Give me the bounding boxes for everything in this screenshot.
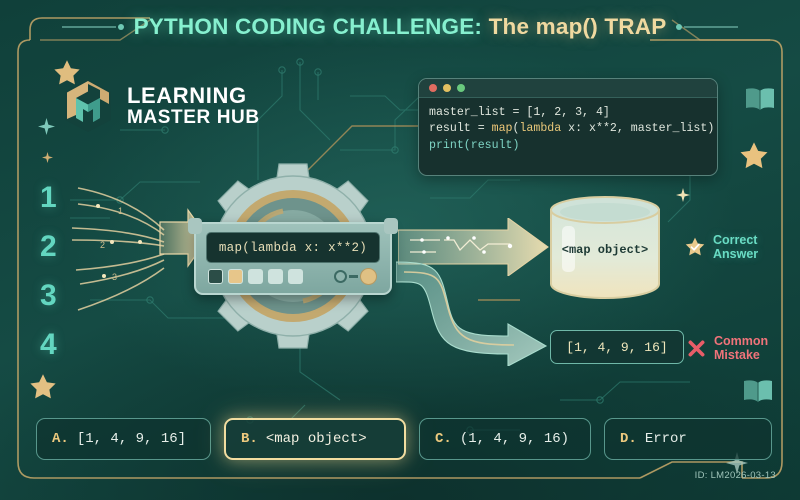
decor-book-bottom-right bbox=[744, 380, 772, 402]
input-value-3: 4 bbox=[40, 328, 57, 361]
mistake-label-line-2: Mistake bbox=[714, 348, 760, 362]
answer-a-value: [1, 4, 9, 16] bbox=[76, 431, 187, 447]
answer-d-value: Error bbox=[644, 431, 687, 447]
answer-options: A. [1, 4, 9, 16] B. <map object> C. (1, … bbox=[36, 418, 772, 460]
output-arrow-mistake bbox=[396, 261, 548, 366]
cube-m-logo-icon bbox=[65, 80, 111, 132]
machine-dial-large[interactable] bbox=[360, 268, 377, 285]
machine-button-0[interactable] bbox=[208, 269, 223, 284]
machine-dials[interactable] bbox=[334, 268, 377, 285]
answer-option-c[interactable]: C. (1, 4, 9, 16) bbox=[419, 418, 591, 460]
machine-display-text: map(lambda x: x**2) bbox=[218, 240, 368, 255]
machine-display: map(lambda x: x**2) bbox=[206, 232, 380, 263]
machine-button-1[interactable] bbox=[228, 269, 243, 284]
brand-line-2: MASTER HUB bbox=[127, 106, 260, 128]
x-cross-icon bbox=[688, 340, 705, 356]
answer-option-d[interactable]: D. Error bbox=[604, 418, 772, 460]
code-window: master_list = [1, 2, 3, 4] result = map(… bbox=[418, 78, 718, 176]
code-window-titlebar bbox=[419, 79, 717, 98]
answer-a-key: A. bbox=[52, 431, 69, 447]
decor-sparkle-near-jar bbox=[676, 188, 690, 202]
svg-text:2: 2 bbox=[100, 240, 105, 250]
common-mistake-label: Common Mistake bbox=[686, 334, 768, 362]
input-value-1: 2 bbox=[40, 230, 57, 263]
input-value-0: 1 bbox=[40, 181, 57, 214]
answer-d-key: D. bbox=[620, 431, 637, 447]
correct-answer-label: Correct Answer bbox=[684, 233, 758, 261]
decor-book-top-right bbox=[746, 88, 774, 110]
window-maximize-dot[interactable] bbox=[457, 84, 465, 92]
brand-logo: LEARNING MASTER HUB bbox=[62, 78, 260, 134]
machine-dial-link bbox=[349, 275, 358, 278]
machine-button-row[interactable] bbox=[208, 269, 303, 284]
correct-label-line-2: Answer bbox=[713, 247, 759, 261]
decor-sparkle-left-2 bbox=[42, 152, 53, 163]
mistake-output-box: [1, 4, 9, 16] bbox=[550, 330, 684, 364]
answer-option-a[interactable]: A. [1, 4, 9, 16] bbox=[36, 418, 211, 460]
decor-sparkle-left-1 bbox=[38, 118, 55, 135]
title-rule-left bbox=[61, 24, 124, 30]
svg-text:3: 3 bbox=[112, 272, 117, 282]
output-arrow-correct bbox=[398, 218, 549, 276]
machine-dial-small[interactable] bbox=[334, 270, 347, 283]
brand-line-1: LEARNING bbox=[127, 83, 247, 109]
input-values: 1 2 3 4 bbox=[40, 183, 57, 379]
window-minimize-dot[interactable] bbox=[443, 84, 451, 92]
mistake-output-value: [1, 4, 9, 16] bbox=[566, 339, 668, 355]
code-line-2-lambda: lambda bbox=[519, 122, 562, 136]
machine-button-4[interactable] bbox=[288, 269, 303, 284]
window-close-dot[interactable] bbox=[429, 84, 437, 92]
input-value-2: 3 bbox=[40, 279, 57, 312]
footer-id: ID: LM2026-03-13 bbox=[694, 470, 776, 481]
machine-button-3[interactable] bbox=[268, 269, 283, 284]
page-title: PYTHON CODING CHALLENGE: The map() TRAP bbox=[0, 10, 800, 44]
svg-text:1: 1 bbox=[118, 206, 123, 216]
code-line-2-map: map bbox=[491, 122, 513, 136]
title-dot-right bbox=[676, 24, 683, 30]
answer-c-value: (1, 4, 9, 16) bbox=[459, 431, 570, 447]
machine-panel: map(lambda x: x**2) bbox=[194, 222, 392, 295]
code-line-3: print(result) bbox=[429, 138, 520, 152]
correct-label-line-1: Correct bbox=[713, 233, 758, 247]
mistake-label-line-1: Common bbox=[714, 334, 769, 348]
title-main: PYTHON CODING CHALLENGE: bbox=[133, 14, 489, 39]
code-line-2-rest: x: x**2, master_list) bbox=[561, 122, 715, 136]
title-accent: The map() TRAP bbox=[488, 14, 667, 39]
answer-option-b[interactable]: B. <map object> bbox=[224, 418, 406, 460]
machine-button-2[interactable] bbox=[248, 269, 263, 284]
jar-output-value: <map object> bbox=[561, 243, 649, 257]
code-line-1: master_list = [1, 2, 3, 4] bbox=[429, 106, 610, 119]
title-dot-left bbox=[117, 24, 124, 30]
answer-b-value: <map object> bbox=[265, 431, 367, 447]
code-line-2-prefix: result = bbox=[429, 122, 492, 136]
map-machine: map(lambda x: x**2) bbox=[186, 160, 400, 352]
output-jar: <map object> bbox=[546, 196, 664, 300]
answer-c-key: C. bbox=[435, 431, 452, 447]
code-content: master_list = [1, 2, 3, 4] result = map(… bbox=[419, 98, 717, 154]
answer-b-key: B. bbox=[241, 431, 258, 447]
title-rule-right bbox=[676, 24, 739, 30]
star-check-icon bbox=[685, 237, 705, 256]
decor-star-right bbox=[740, 142, 768, 169]
